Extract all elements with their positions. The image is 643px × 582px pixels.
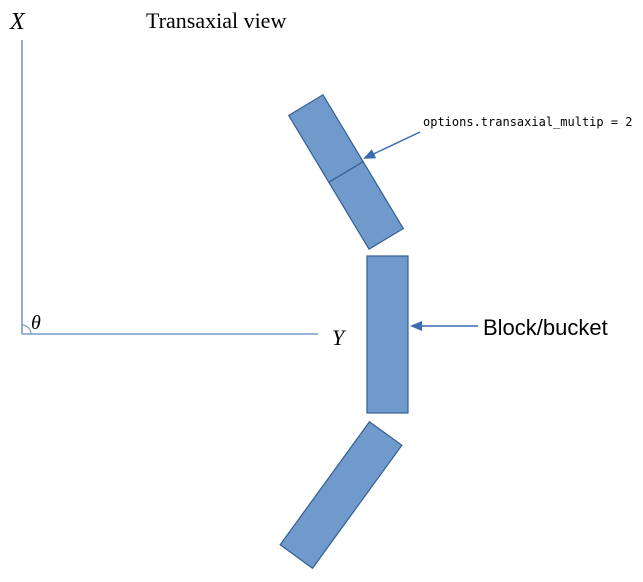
multiplier-annotation: options.transaxial_multip = 2 <box>423 115 633 129</box>
top-block <box>287 94 405 250</box>
x-axis-label: X <box>9 9 26 35</box>
y-axis-label: Y <box>332 325 347 350</box>
bottom-block-body <box>279 420 403 570</box>
middle-block <box>366 255 409 414</box>
theta-arc <box>21 324 32 335</box>
multiplier-arrow <box>363 131 421 159</box>
diagram-title: Transaxial view <box>146 8 286 33</box>
block-bucket-label: Block/bucket <box>483 315 608 340</box>
theta-label: θ <box>31 312 41 334</box>
bottom-block <box>279 420 403 570</box>
top-block-segment-2 <box>328 160 405 250</box>
